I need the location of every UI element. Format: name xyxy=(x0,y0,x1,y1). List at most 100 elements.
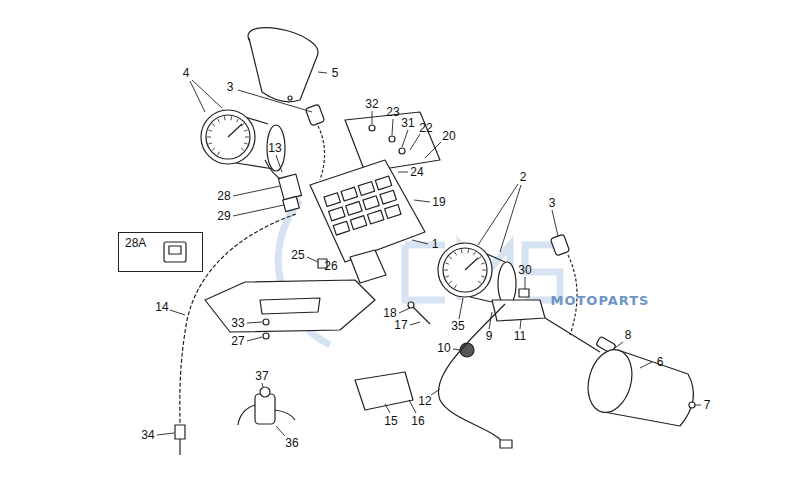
part-outline xyxy=(367,210,383,224)
callout-number: 17 xyxy=(394,319,407,331)
part-outline xyxy=(305,104,324,126)
part-outline xyxy=(329,207,345,221)
callout-number: 9 xyxy=(486,330,493,342)
callout-number: 4 xyxy=(183,67,190,79)
gauge-tick xyxy=(455,285,457,288)
leader-line xyxy=(307,257,318,262)
part-outline xyxy=(310,160,425,262)
part-outline xyxy=(206,115,250,159)
callout-number: 34 xyxy=(141,429,154,441)
part-outline xyxy=(500,440,512,448)
part-outline xyxy=(255,394,275,424)
gauge-tick xyxy=(241,148,244,151)
part-outline xyxy=(408,302,414,308)
callout-number: 6 xyxy=(657,356,664,368)
part-outline xyxy=(399,148,405,154)
gauge-tick xyxy=(208,143,212,144)
part-outline xyxy=(267,125,285,171)
callout-number: 28 xyxy=(217,190,230,202)
part-outline xyxy=(346,201,362,215)
callout-number: 26 xyxy=(324,260,337,272)
part-outline xyxy=(545,318,600,352)
leader-line xyxy=(402,130,408,147)
part-outline xyxy=(249,38,318,102)
gauge-tick xyxy=(478,281,481,284)
part-outline xyxy=(238,405,295,425)
part-outline xyxy=(492,300,545,321)
callout-number: 23 xyxy=(386,106,399,118)
leader-line xyxy=(247,322,262,323)
callout-number: 15 xyxy=(384,415,397,427)
gauge-tick xyxy=(444,270,448,271)
part-outline xyxy=(263,333,269,339)
leader-line xyxy=(399,308,410,313)
callout-number: 37 xyxy=(255,370,268,382)
gauge-tick xyxy=(218,119,220,122)
gauge-tick xyxy=(478,257,481,260)
callout-number: 24 xyxy=(410,166,423,178)
leader-line xyxy=(372,111,373,124)
callout-number: 27 xyxy=(231,335,244,347)
part-outline xyxy=(278,174,301,200)
part-outline xyxy=(519,289,529,297)
part-outline xyxy=(324,176,401,235)
part-outline xyxy=(412,306,430,324)
gauge-tick xyxy=(445,263,449,264)
leader-line xyxy=(478,184,521,252)
part-outline xyxy=(228,124,242,137)
gauge-tick xyxy=(237,119,239,122)
callout-number: 20 xyxy=(442,130,455,142)
part-outline xyxy=(201,110,255,164)
gauge-tick xyxy=(218,152,220,155)
callout-number: 14 xyxy=(155,301,168,313)
leader-line xyxy=(318,72,327,73)
part-outline xyxy=(438,243,492,297)
gauge-tick xyxy=(212,124,215,127)
callout-number: 16 xyxy=(411,415,424,427)
callout-number: 28A xyxy=(119,233,202,249)
leader-line xyxy=(190,80,222,112)
gauge-tick xyxy=(244,143,248,144)
leader-line xyxy=(238,90,312,112)
leader-line xyxy=(640,362,652,368)
gauge-tick xyxy=(208,130,212,131)
part-outline xyxy=(345,112,440,172)
callout-number: 32 xyxy=(365,98,378,110)
part-outline xyxy=(288,96,292,100)
part-outline xyxy=(389,136,395,142)
leader-line xyxy=(695,405,701,406)
leader-line xyxy=(489,312,492,329)
part-outline xyxy=(689,402,695,408)
gauge-tick xyxy=(445,276,449,277)
gauge-tick xyxy=(461,249,463,253)
part-outline xyxy=(358,182,374,196)
gauge-tick xyxy=(449,281,452,284)
leader-line xyxy=(385,404,390,413)
leader-line xyxy=(247,337,262,341)
part-outline xyxy=(324,193,340,207)
callout-number: 3 xyxy=(227,81,234,93)
part-outline xyxy=(380,190,396,204)
part-outline xyxy=(175,425,185,439)
part-outline xyxy=(363,196,379,210)
leader-line xyxy=(392,119,393,135)
leader-line xyxy=(262,383,263,387)
part-outline xyxy=(350,216,366,230)
part-outline xyxy=(283,196,300,211)
callout-number: 30 xyxy=(518,264,531,276)
watermark-text: MOTOPARTS xyxy=(551,293,650,308)
part-outline xyxy=(465,258,478,270)
callout-number: 19 xyxy=(432,196,445,208)
leader-line xyxy=(276,155,282,172)
part-outline xyxy=(443,248,487,292)
callout-number: 2 xyxy=(520,171,527,183)
leader-line xyxy=(170,310,185,315)
leader-line xyxy=(459,298,463,319)
leader-line xyxy=(552,210,558,236)
leader-line xyxy=(233,205,284,216)
part-outline xyxy=(179,439,180,455)
part-outline xyxy=(341,187,357,201)
